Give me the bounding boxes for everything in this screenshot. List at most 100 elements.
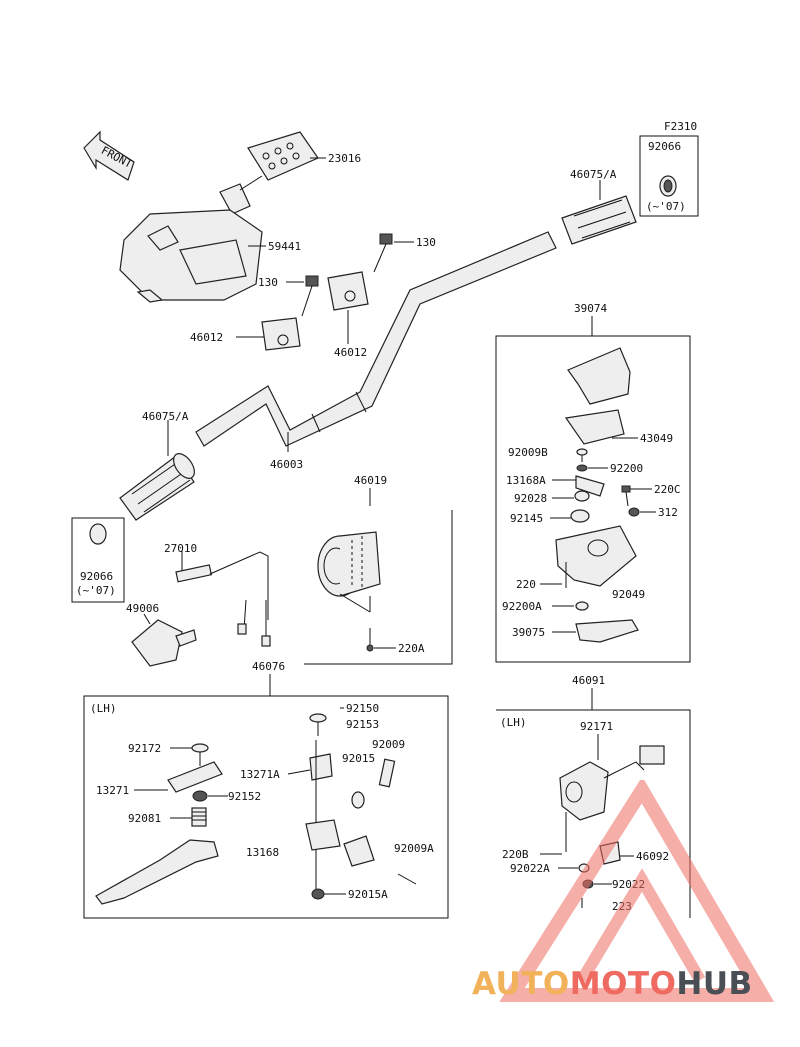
- label-92145: 92145: [510, 512, 543, 525]
- spring-92081-drawing: [191, 807, 207, 827]
- box-46019: [304, 510, 453, 665]
- label-92171: 92171: [580, 720, 613, 733]
- label-23016: 23016: [328, 152, 361, 165]
- label-13168: 13168: [246, 846, 279, 859]
- spring-92145-drawing: [570, 509, 590, 523]
- handlebar-46003-drawing: [195, 231, 557, 447]
- watermark-triangle-outer: [499, 780, 775, 1002]
- grip-right-drawing: [561, 195, 637, 245]
- front-arrow: FRONT: [83, 130, 135, 181]
- plate-13168a-drawing: [575, 475, 605, 497]
- label-92150: 92150: [346, 702, 379, 715]
- cable-27010-drawing: [175, 551, 271, 647]
- label-lh-1: (LH): [90, 702, 117, 715]
- plug-92066-left-drawing: [89, 523, 107, 545]
- label-92200a: 92200A: [502, 600, 542, 613]
- diagram-code: F2310: [664, 120, 697, 133]
- bracket-13271a-drawing: [309, 753, 333, 781]
- box-39074: [495, 335, 691, 663]
- label-92015: 92015: [342, 752, 375, 765]
- label-312: 312: [658, 506, 678, 519]
- label-220b: 220B: [502, 848, 529, 861]
- watermark-text-auto: AUTO: [472, 966, 570, 1002]
- watermark-logo: [499, 780, 775, 1002]
- label-43049: 43049: [640, 432, 673, 445]
- housing-39074-drawing: [555, 525, 637, 587]
- bolt-130-right-drawing: [373, 233, 393, 273]
- note-92066-top: (~'07): [646, 200, 686, 213]
- label-92009b: 92009B: [508, 446, 548, 459]
- label-92009a: 92009A: [394, 842, 434, 855]
- plug-92066-top-drawing: [659, 175, 677, 197]
- lever-drawing: [95, 839, 219, 905]
- label-46012-right: 46012: [334, 346, 367, 359]
- label-46075a-left: 46075/A: [142, 410, 189, 423]
- label-92172: 92172: [128, 742, 161, 755]
- label-46012-left: 46012: [190, 331, 223, 344]
- label-39075: 39075: [512, 626, 545, 639]
- nut-92015-drawing: [351, 791, 365, 809]
- label-92028: 92028: [514, 492, 547, 505]
- label-13168a: 13168A: [506, 474, 546, 487]
- watermark-triangle-inner: [576, 868, 706, 984]
- screw-220c-drawing: [621, 485, 631, 507]
- grip-left-drawing: [119, 453, 195, 521]
- label-49006: 49006: [126, 602, 159, 615]
- screw-92009a-drawing: [397, 873, 417, 885]
- label-92200: 92200: [610, 462, 643, 475]
- switch-46091-drawing: [559, 745, 665, 821]
- label-46019: 46019: [354, 474, 387, 487]
- bolt-130-left-drawing: [301, 275, 319, 317]
- box-92066-top: [639, 135, 699, 217]
- label-46076: 46076: [252, 660, 285, 673]
- label-92081: 92081: [128, 812, 161, 825]
- holder-46012-right-drawing: [327, 271, 369, 311]
- label-lh-2: (LH): [500, 716, 527, 729]
- switch-49006-drawing: [131, 619, 197, 667]
- label-46091: 46091: [572, 674, 605, 687]
- washer-92200-drawing: [576, 464, 588, 472]
- label-13271a: 13271A: [240, 768, 280, 781]
- holder-46012-left-drawing: [261, 317, 301, 351]
- part-59441-drawing: [119, 209, 263, 303]
- label-92022a: 92022A: [510, 862, 550, 875]
- housing-46019-drawing: [317, 531, 381, 597]
- label-220a: 220A: [398, 642, 425, 655]
- label-130-right: 130: [416, 236, 436, 249]
- box-92066-left: [71, 517, 125, 603]
- part-23016-drawing: [219, 131, 319, 215]
- nut-312-drawing: [628, 507, 640, 517]
- box-46076: [83, 695, 449, 919]
- label-92049: 92049: [612, 588, 645, 601]
- label-92066-top: 92066: [648, 140, 681, 153]
- nut-92015a-drawing: [311, 888, 325, 900]
- label-59441: 59441: [268, 240, 301, 253]
- note-92066-left: (~'07): [76, 584, 116, 597]
- label-39074: 39074: [574, 302, 607, 315]
- nut-92152-drawing: [192, 790, 208, 802]
- label-220c: 220C: [654, 483, 681, 496]
- bolt-92172-drawing: [191, 743, 209, 766]
- label-27010: 27010: [164, 542, 197, 555]
- screw-92009-drawing: [378, 758, 396, 788]
- watermark-text-hub: HUB: [676, 966, 753, 1002]
- box-46091: [496, 709, 691, 918]
- label-92066-left: 92066: [80, 570, 113, 583]
- label-92152: 92152: [228, 790, 261, 803]
- label-220: 220: [516, 578, 536, 591]
- label-92015a: 92015A: [348, 888, 388, 901]
- label-92009: 92009: [372, 738, 405, 751]
- plate-13271-drawing: [167, 761, 223, 793]
- screw-92009b-drawing: [576, 448, 588, 462]
- lever-39075-drawing: [575, 619, 639, 643]
- label-46003: 46003: [270, 458, 303, 471]
- collar-92028-drawing: [574, 490, 590, 502]
- label-92153: 92153: [346, 718, 379, 731]
- bolt-92150-drawing: [309, 713, 327, 736]
- cover-43049-drawing: [564, 409, 625, 445]
- label-130-left: 130: [258, 276, 278, 289]
- screw-220a-drawing: [366, 628, 374, 652]
- cover-39074-drawing: [567, 347, 631, 405]
- watermark-text-moto: MOTO: [569, 966, 677, 1002]
